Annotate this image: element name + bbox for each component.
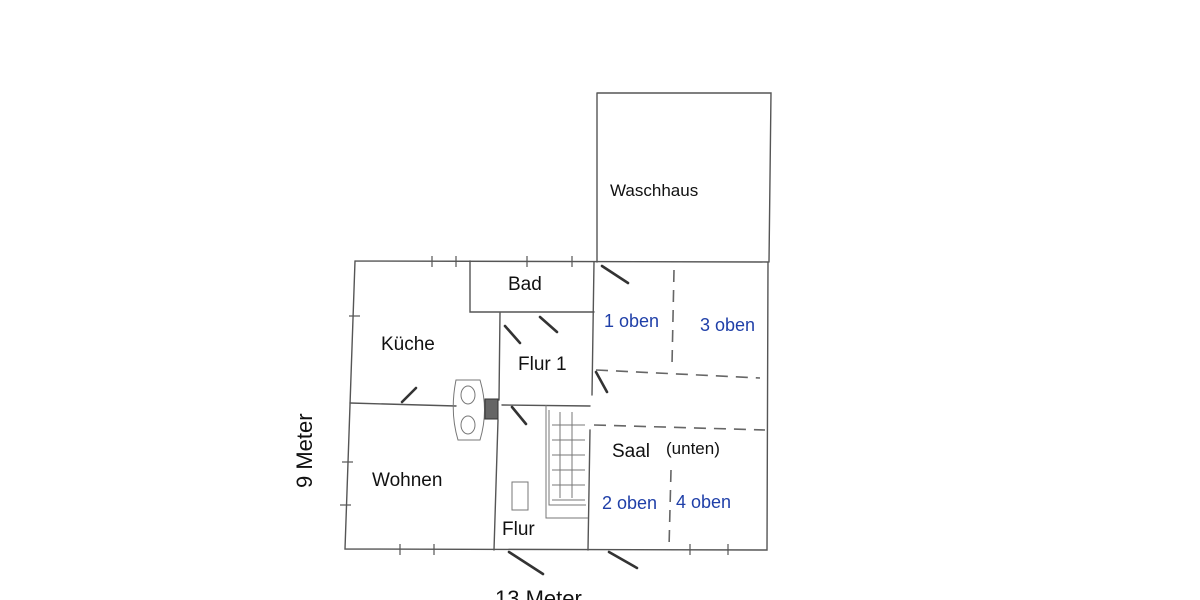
room-label-flur: Flur bbox=[502, 519, 535, 540]
stove-icon bbox=[452, 379, 499, 441]
kueche-wohnen-wall bbox=[349, 402, 457, 407]
flur-west-wall bbox=[493, 312, 501, 551]
flur-object bbox=[511, 481, 529, 511]
door-marks bbox=[400, 264, 639, 576]
upper-room-label-4: 4 oben bbox=[676, 492, 731, 512]
staircase bbox=[545, 405, 588, 519]
upper-room-label-2: 2 oben bbox=[602, 493, 657, 513]
upper-floor-dividers bbox=[593, 269, 766, 549]
dimension-height: 9 Meter bbox=[292, 413, 317, 488]
room-label-waschhaus: Waschhaus bbox=[610, 181, 698, 200]
upper-room-label-3: 3 oben bbox=[700, 315, 755, 335]
window-marks bbox=[340, 256, 729, 555]
waschhaus-walls bbox=[596, 92, 772, 263]
room-label-unten: (unten) bbox=[666, 439, 720, 458]
room-label-flur1: Flur 1 bbox=[518, 354, 567, 375]
outer-walls bbox=[344, 260, 769, 551]
bad-walls bbox=[469, 260, 595, 313]
upper-room-label-1: 1 oben bbox=[604, 311, 659, 331]
room-label-saal: Saal bbox=[612, 441, 650, 462]
room-label-kueche: Küche bbox=[381, 334, 435, 355]
saal-west-wall bbox=[587, 261, 595, 551]
dimension-width: 13 Meter bbox=[495, 586, 582, 600]
room-label-bad: Bad bbox=[508, 274, 542, 295]
room-label-wohnen: Wohnen bbox=[372, 470, 442, 491]
